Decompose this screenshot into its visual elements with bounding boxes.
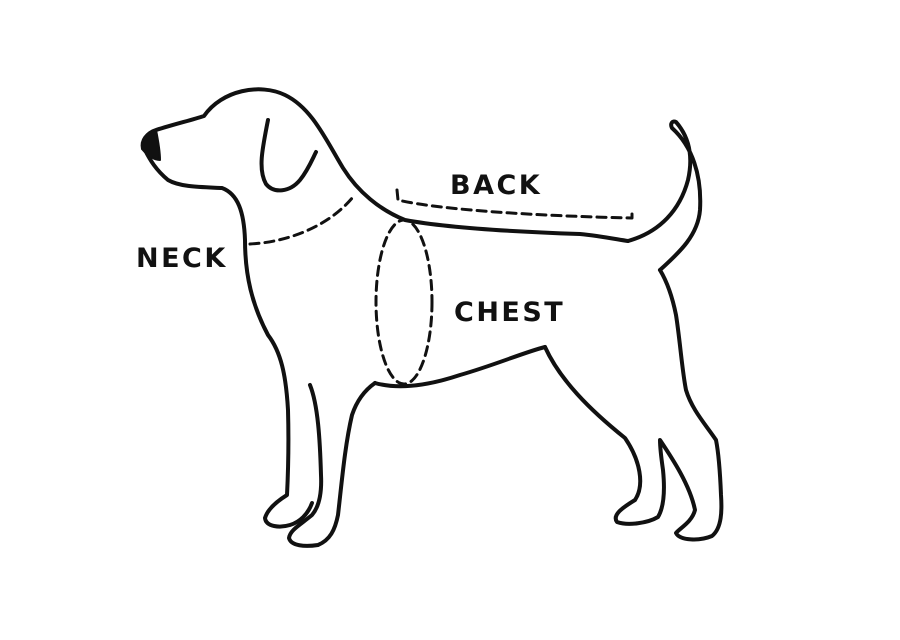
neck-measure-line xyxy=(248,195,355,246)
back-measure-line xyxy=(395,188,634,220)
dog-belly-outline xyxy=(373,345,547,389)
measurement-lines xyxy=(248,188,634,386)
back-label: BACK xyxy=(450,170,543,201)
dog-nose xyxy=(140,129,161,161)
dog-head-front-outline xyxy=(141,87,630,529)
neck-label: NECK xyxy=(136,243,228,274)
dog-back-leg-outline xyxy=(543,268,724,542)
chest-measure-loop xyxy=(374,218,434,386)
dog-ear-outline xyxy=(259,118,318,193)
dog-front-leg-outline xyxy=(287,381,377,548)
dog-tail-outline xyxy=(626,119,703,272)
dog-outline xyxy=(140,87,724,548)
chest-label: CHEST xyxy=(454,297,566,328)
